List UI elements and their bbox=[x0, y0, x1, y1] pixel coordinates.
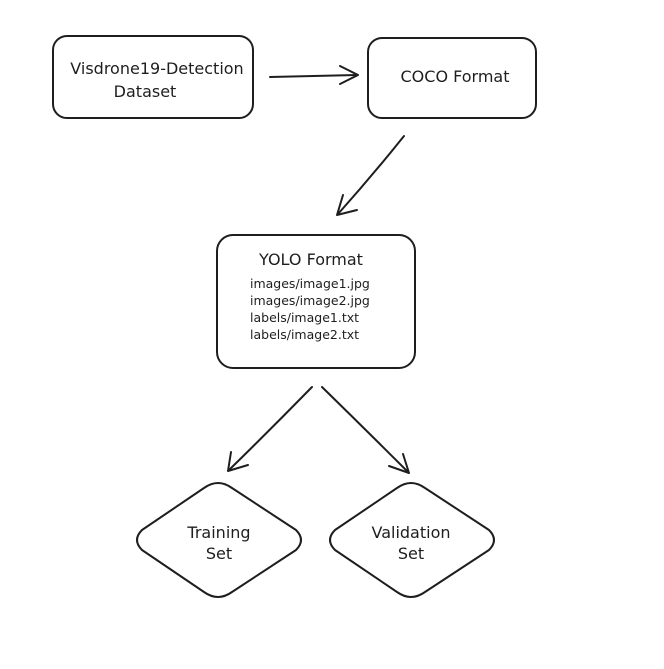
arrow-shaft bbox=[269, 74, 358, 78]
arrow-shaft bbox=[337, 135, 405, 215]
yolo-format-title: YOLO Format bbox=[258, 250, 363, 269]
visdrone-dataset-box bbox=[52, 35, 254, 119]
validation-set-label-line2: Set bbox=[398, 544, 424, 563]
training-set-label-line1: Training bbox=[186, 523, 250, 542]
training-set-node: Training Set bbox=[136, 482, 302, 598]
coco-format-node: COCO Format bbox=[367, 37, 537, 119]
validation-set-diamond bbox=[329, 482, 495, 598]
coco-format-label: COCO Format bbox=[401, 67, 510, 86]
arrow-coco-to-yolo bbox=[336, 135, 405, 216]
training-set-label-line2: Set bbox=[206, 544, 232, 563]
arrow-head bbox=[336, 194, 358, 216]
coco-format-box bbox=[367, 37, 537, 119]
visdrone-dataset-label-line1: Visdrone19-Detection bbox=[70, 59, 243, 78]
visdrone-dataset-node: Visdrone19-Detection Dataset bbox=[52, 35, 254, 119]
arrow-visdrone-to-coco bbox=[269, 65, 359, 85]
visdrone-dataset-label-line2: Dataset bbox=[114, 82, 177, 101]
yolo-file-item: labels/image2.txt bbox=[250, 327, 359, 342]
validation-set-label-line1: Validation bbox=[371, 523, 450, 542]
arrow-shaft bbox=[228, 386, 313, 471]
arrow-head bbox=[339, 65, 359, 85]
yolo-file-item: images/image2.jpg bbox=[250, 293, 370, 308]
arrow-head bbox=[388, 453, 410, 474]
yolo-file-item: images/image1.jpg bbox=[250, 276, 370, 291]
arrow-yolo-to-validation bbox=[321, 386, 410, 474]
yolo-file-item: labels/image1.txt bbox=[250, 310, 359, 325]
arrow-yolo-to-training bbox=[227, 386, 313, 472]
validation-set-node: Validation Set bbox=[329, 482, 495, 598]
yolo-format-node: YOLO Format images/image1.jpg images/ima… bbox=[216, 234, 416, 369]
arrow-shaft bbox=[321, 386, 409, 473]
arrow-head bbox=[227, 451, 249, 472]
training-set-diamond bbox=[136, 482, 302, 598]
yolo-format-box bbox=[216, 234, 416, 369]
